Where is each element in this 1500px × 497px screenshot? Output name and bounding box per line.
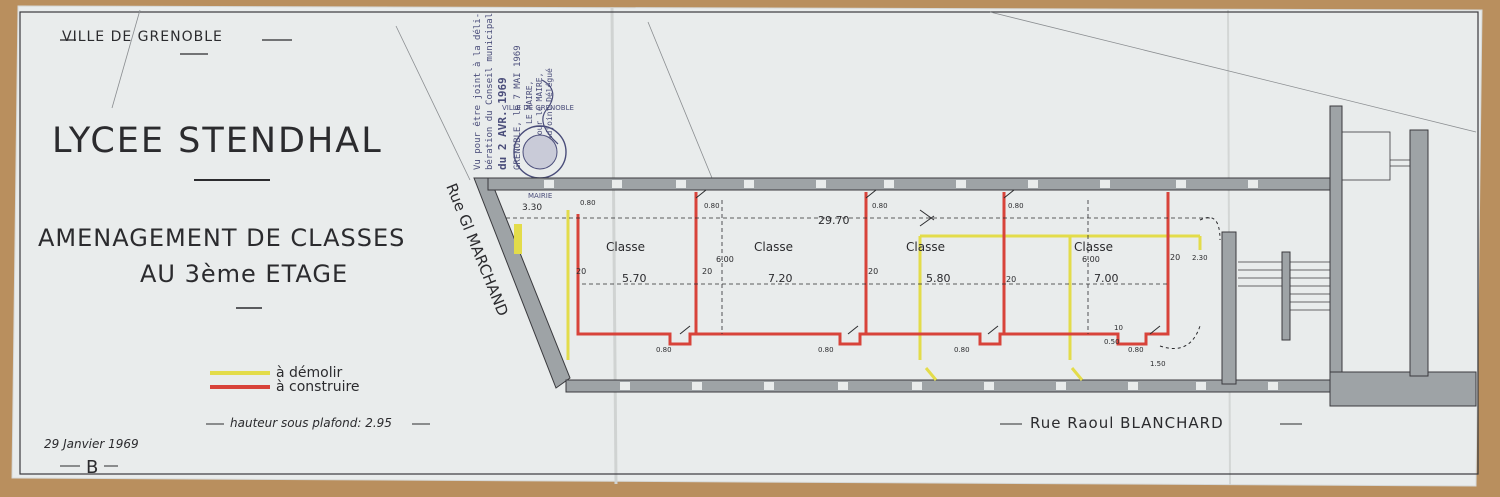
dim-door: 0.80 (954, 346, 970, 354)
title-block: VILLE DE GRENOBLE LYCEE STENDHAL AMENAGE… (38, 29, 405, 309)
dim-door: 0.80 (1128, 346, 1144, 354)
stair-steps (1238, 131, 1410, 311)
svg-text:LE MAIRE,: LE MAIRE, (525, 81, 534, 124)
svg-text:du 2 AVR. 1969: du 2 AVR. 1969 (496, 77, 509, 170)
border-frame (19, 11, 1479, 475)
room-label: Classe (1074, 240, 1113, 254)
dim-partition: 20 (1006, 275, 1016, 284)
legend-build-label: à construire (276, 379, 360, 395)
dim-depth: 6.00 (1082, 255, 1100, 264)
door-swings (679, 189, 1221, 349)
dim-door: 0.80 (580, 199, 596, 207)
room-label: Classe (906, 240, 945, 254)
dim-corridor: 2.30 (1192, 254, 1208, 262)
drawing-date: 29 Janvier 1969 (44, 437, 139, 451)
demolish-walls (514, 210, 1202, 381)
city-title: VILLE DE GRENOBLE (62, 29, 223, 45)
paper-sheet (11, 5, 1483, 487)
school-title: LYCEE STENDHAL (52, 121, 383, 161)
dim-room3: 5.80 (926, 272, 951, 285)
svg-text:Vu pour être joint à la déli-: Vu pour être joint à la déli- (472, 13, 483, 170)
dim-total-length: 29.70 (818, 214, 850, 227)
dim-door: 0.80 (872, 202, 888, 210)
dim-partition: 20 (576, 267, 586, 276)
svg-text:GRENOBLE, le 7 MAI 1969: GRENOBLE, le 7 MAI 1969 (513, 45, 523, 170)
room-label: Classe (754, 240, 793, 254)
dim-corridor: 1.50 (1150, 360, 1166, 368)
dim-room1: 5.70 (622, 272, 647, 285)
svg-text:MAIRIE: MAIRIE (528, 192, 552, 200)
dim-door: 0.80 (656, 346, 672, 354)
west-wall (473, 177, 571, 389)
municipal-stamp: Vu pour être joint à la déli- bération d… (472, 13, 554, 170)
subtitle-line1: AMENAGEMENT DE CLASSES (38, 224, 405, 252)
dim-door: 0.80 (1008, 202, 1024, 210)
dim-end-width: 3.30 (522, 203, 542, 213)
dim-partition: 20 (1170, 253, 1180, 262)
svg-text:bération du Conseil municipal: bération du Conseil municipal (484, 13, 495, 170)
south-wall (565, 379, 1331, 393)
dimension-texts: 29.70 3.30 5.70 7.20 5.80 7.00 6.00 6.00… (522, 199, 1208, 368)
signature-scribble (541, 79, 559, 145)
subtitle-line2: AU 3ème ETAGE (140, 260, 348, 288)
room-label: Classe (606, 240, 645, 254)
building (473, 105, 1477, 407)
room-labels: Classe Classe Classe Classe (606, 240, 1113, 254)
dim-wall: 10 (1114, 324, 1123, 332)
signature-block: 29 Janvier 1969 B (44, 437, 139, 478)
paper (11, 5, 1483, 487)
ceiling-height-note: hauteur sous plafond: 2.95 (230, 416, 392, 430)
dim-door-small: 0.50 (1104, 338, 1120, 346)
dim-room2: 7.20 (768, 272, 793, 285)
stair-block (1221, 105, 1477, 407)
north-wall (487, 177, 1343, 191)
build-walls (576, 192, 1170, 346)
street-south: Rue Raoul BLANCHARD (1030, 414, 1224, 432)
dim-depth: 6.00 (716, 255, 734, 264)
svg-text:VILLE DE GRENOBLE: VILLE DE GRENOBLE (502, 104, 574, 112)
dim-partition: 20 (868, 267, 878, 276)
legend: à démolir à construire hauteur sous plaf… (206, 365, 430, 430)
svg-text:Pour le MAIRE,: Pour le MAIRE, (535, 73, 544, 140)
dim-partition: 20 (702, 267, 712, 276)
dim-door: 0.80 (818, 346, 834, 354)
dim-door: 0.80 (704, 202, 720, 210)
svg-text:L'Adjoint Délégué: L'Adjoint Délégué (544, 68, 554, 150)
legend-demolish-label: à démolir (276, 365, 343, 381)
dim-room4: 7.00 (1094, 272, 1119, 285)
fold-line (610, 7, 618, 485)
drawer-initial: B (86, 457, 98, 478)
dimension-lines (506, 200, 1210, 334)
